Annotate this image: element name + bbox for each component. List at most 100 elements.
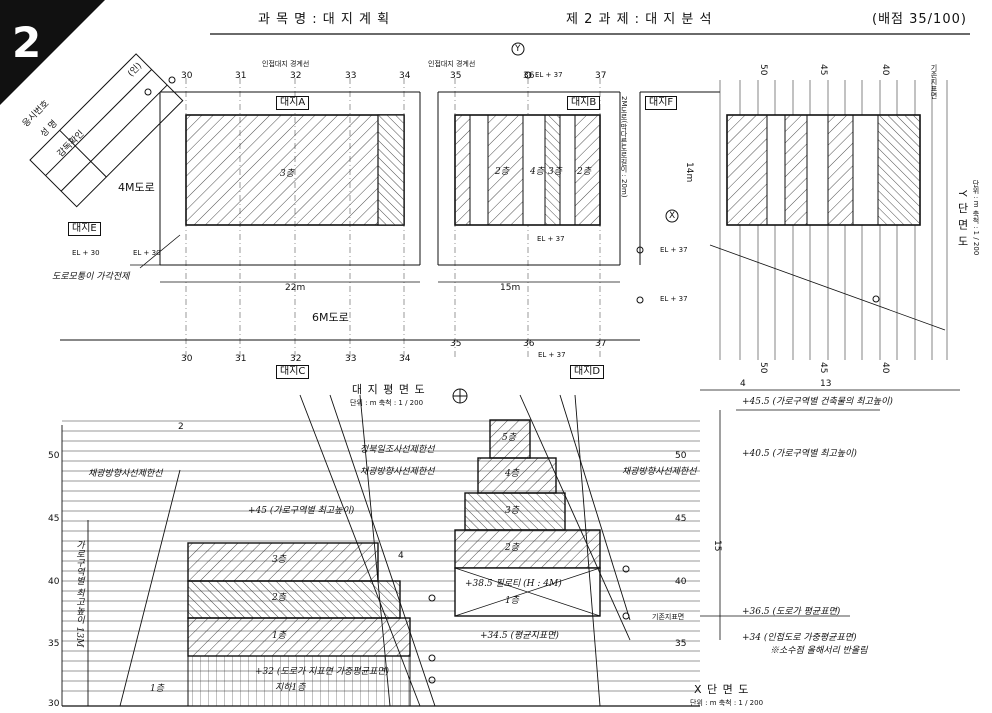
- road-2m-label: 2M도로(막다른도로길이 : 20m): [620, 96, 628, 198]
- y-note-3: +36.5 (도로가 평균표면): [742, 607, 841, 617]
- site-f-label: 대지F: [645, 96, 678, 110]
- x-left-floor-3: 3층: [272, 555, 287, 565]
- site-c-label: 대지C: [276, 365, 310, 379]
- grid-right-b-50: 50: [758, 362, 768, 374]
- plan-floor-b3: 3층: [548, 167, 563, 177]
- x-left-floor-2: 2층: [272, 593, 287, 603]
- site-b-label: 대지B: [567, 96, 601, 110]
- x-note-4: 채광방향사선제한선: [622, 467, 697, 477]
- x-ground-label: 기존지표면: [652, 613, 685, 621]
- id-box: [29, 53, 184, 208]
- x-note-1: 정북일조사선제한선: [360, 445, 435, 455]
- x-right-floor-3: 3층: [505, 506, 520, 516]
- x-note-2: 채광방향사선제한선: [88, 469, 163, 479]
- x-note-10: 가로구역별 최고높이 13M: [74, 540, 84, 648]
- grid-right-50: 50: [758, 64, 768, 76]
- x-left-2f: [187, 580, 401, 619]
- plan-scale: 단위 : m 축척 : 1 / 200: [350, 399, 424, 407]
- x-left-3f: [187, 542, 379, 582]
- x-note-8: +32 (도로가 지표면 가중평균표면): [255, 667, 389, 677]
- x-left-1f: [187, 617, 411, 657]
- x-note-9: 지하1층: [275, 683, 306, 693]
- el-37-c: EL + 37: [660, 246, 688, 254]
- assignment-title: 제 2 과 제 : 대 지 분 석: [566, 12, 713, 27]
- x-level-r-50: 50: [675, 451, 687, 461]
- grid-bottom-33: 33: [345, 354, 357, 364]
- x-level-30: 30: [48, 699, 60, 709]
- right-ground-label: 기존지표면: [930, 64, 938, 99]
- el-37-b: EL + 37: [537, 235, 565, 243]
- el-30-a: EL + 30: [72, 249, 100, 257]
- x-right-floor-1: 1층: [505, 596, 520, 606]
- x-level-45: 45: [48, 514, 60, 524]
- grid-top-37: 37: [595, 71, 607, 81]
- el-30-b: EL + 30: [133, 249, 161, 257]
- x-level-35: 35: [48, 639, 60, 649]
- grid-bottom-32: 32: [290, 354, 302, 364]
- plan-floor-a: 3층: [280, 169, 295, 179]
- x-note-7: +34.5 (평균지표면): [480, 631, 559, 641]
- grid-bottom-30: 30: [181, 354, 193, 364]
- grid-bottom-34: 34: [399, 354, 411, 364]
- grid-bottom-36: 36: [523, 339, 535, 349]
- x-level-40: 40: [48, 577, 60, 587]
- score-label: (배점 35/100): [872, 12, 967, 27]
- plan-floor-b2: 4층: [530, 167, 545, 177]
- x-note-11: 1층: [150, 684, 165, 694]
- boundary-label-2: 인접대지 경계선: [428, 60, 476, 68]
- x-left-floor-1: 1층: [272, 631, 287, 641]
- y-section-title: Y 단 면 도: [956, 190, 969, 248]
- grid-bottom-35: 35: [450, 339, 462, 349]
- y-dim-4: 4: [740, 379, 746, 389]
- grid-right-b-40: 40: [880, 362, 890, 374]
- y-note-2: +40.5 (가로구역별 최고높이): [742, 449, 857, 459]
- axis-x-marker: X: [669, 211, 676, 221]
- boundary-label-1: 인접대지 경계선: [262, 60, 310, 68]
- y-dim-15: 15: [712, 540, 722, 552]
- el-37-e: EL + 37: [538, 351, 566, 359]
- x-right-floor-5: 5층: [502, 433, 517, 443]
- dim-14m: 14m: [684, 162, 694, 183]
- corner-badge: [0, 0, 105, 105]
- grid-bottom-31: 31: [235, 354, 247, 364]
- y-note-5: ※소수점 올해서리 반올림: [770, 646, 868, 656]
- problem-number: 2: [12, 18, 42, 67]
- grid-top-36: 36: [523, 71, 535, 81]
- subject-title: 과 목 명 : 대 지 계 획: [258, 12, 391, 27]
- plan-title: 대 지 평 면 도: [352, 383, 426, 396]
- grid-top-35: 35: [450, 71, 462, 81]
- x-note-5: +45 (가로구역별 최고높이): [248, 506, 355, 516]
- grid-top-34: 34: [399, 71, 411, 81]
- grid-top-32: 32: [290, 71, 302, 81]
- dim-15m: 15m: [500, 283, 521, 293]
- el-37-a: EL + 37: [535, 71, 563, 79]
- road-4m-label: 4M도로: [118, 181, 155, 194]
- x-section-scale: 단위 : m 축척 : 1 / 200: [690, 699, 764, 707]
- y-section-scale: 단위 : m 축척 : 1 / 200: [972, 180, 980, 256]
- road-corner-note: 도로모퉁이 가각전제: [52, 272, 130, 282]
- y-note-4: +34 (인접도로 가중평균표면): [742, 633, 857, 643]
- x-note-3: 채광방향사선제한선: [360, 467, 435, 477]
- x-level-r-40: 40: [675, 577, 687, 587]
- x-right-floor-2: 2층: [505, 543, 520, 553]
- road-6m-label: 6M도로: [312, 311, 349, 324]
- grid-top-33: 33: [345, 71, 357, 81]
- y-dim-13: 13: [820, 379, 832, 389]
- plan-floor-b4: 2층: [577, 167, 592, 177]
- el-37-d: EL + 37: [660, 295, 688, 303]
- grid-right-b-45: 45: [818, 362, 828, 374]
- x-level-r-45: 45: [675, 514, 687, 524]
- x-level-r-35: 35: [675, 639, 687, 649]
- grid-top-31: 31: [235, 71, 247, 81]
- grid-top-30: 30: [181, 71, 193, 81]
- x-section-title: X 단 면 도: [694, 683, 750, 696]
- grid-right-40: 40: [880, 64, 890, 76]
- site-a-label: 대지A: [276, 96, 310, 110]
- grid-right-45: 45: [818, 64, 828, 76]
- site-e-label: 대지E: [68, 222, 101, 236]
- building-a-plan: [185, 114, 405, 226]
- x-dim-2: 2: [178, 422, 184, 432]
- x-note-6: +38.5 필로티 (H : 4M): [465, 579, 562, 589]
